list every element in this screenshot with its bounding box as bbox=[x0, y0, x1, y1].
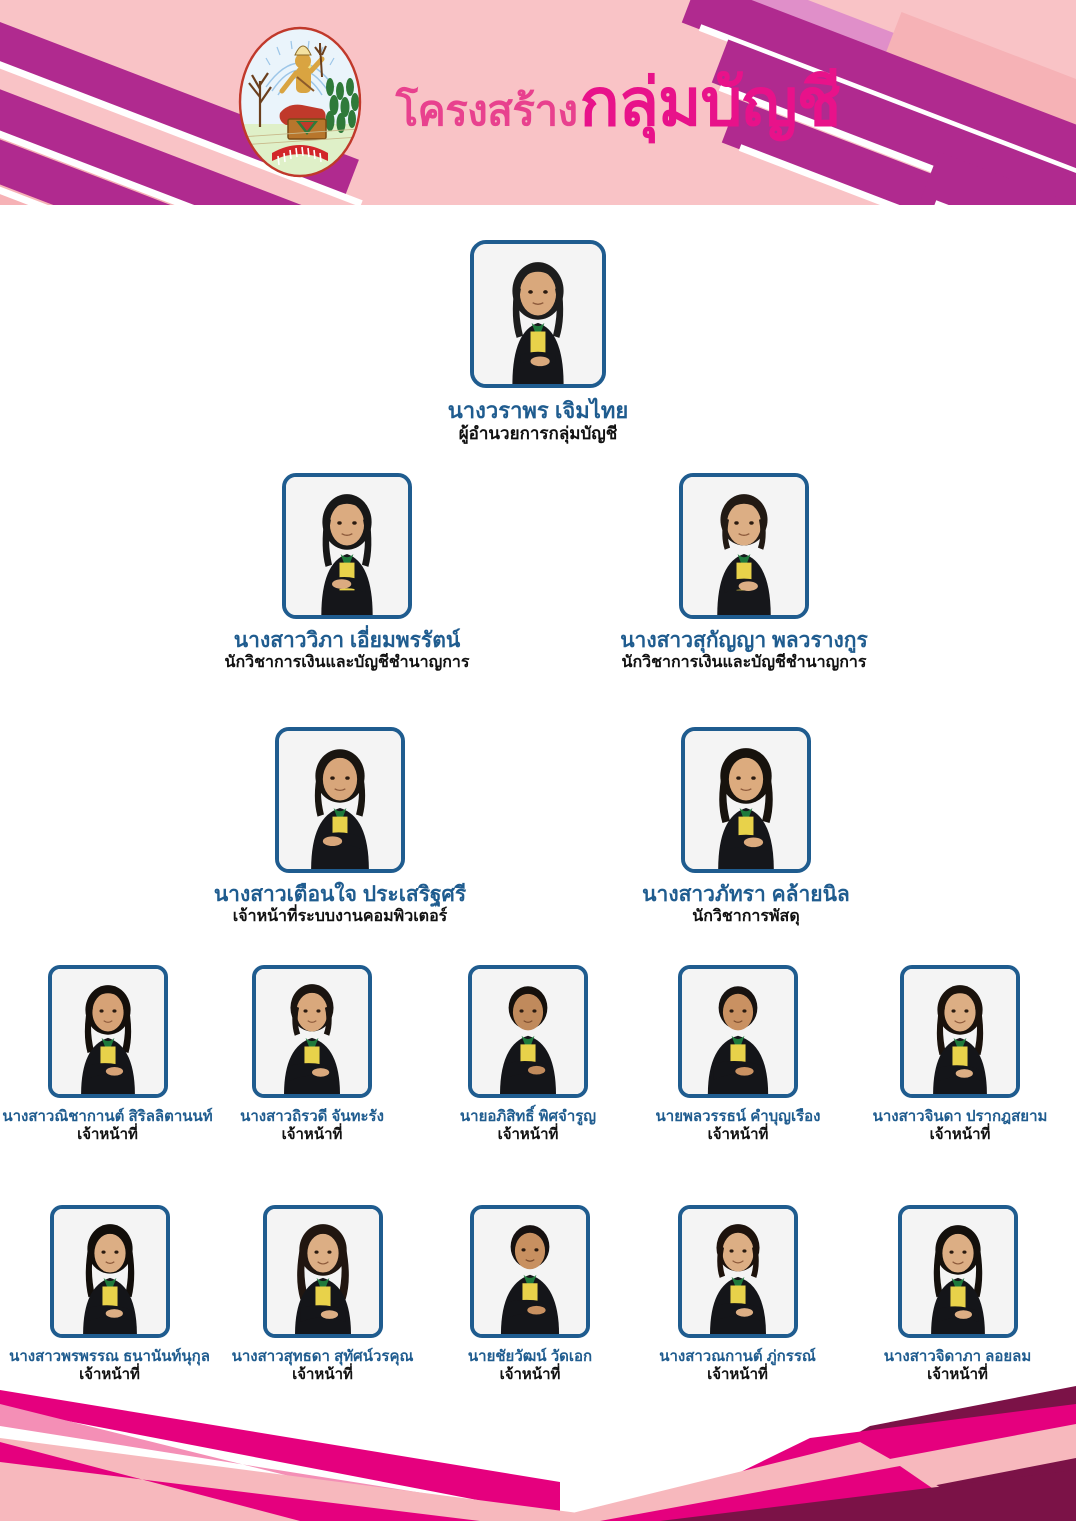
person-name: นายพลวรรธน์ คำบุญเรือง bbox=[655, 1108, 821, 1125]
person-name: นายชัยวัฒน์ วัดเอก bbox=[467, 1348, 593, 1365]
org-chart: นางวราพร เจิมไทย ผู้อำนวยการกลุ่มบัญชี bbox=[0, 205, 1076, 1521]
person-name: นางสาววิภา เอี่ยมพรรัตน์ bbox=[233, 629, 461, 652]
person-name: นางสาวพรพรรณ ธนานันท์นุกุล bbox=[9, 1348, 210, 1365]
person-name: นางสาวสุทธดา สุทัศน์วรคุณ bbox=[231, 1348, 414, 1365]
person-role: นักวิชาการเงินและบัญชีชำนาญการ bbox=[224, 654, 470, 672]
person-role: ผู้อำนวยการกลุ่มบัญชี bbox=[458, 424, 618, 444]
portrait-photo bbox=[681, 1209, 794, 1334]
avatar bbox=[900, 965, 1020, 1098]
person-name: นางสาวณิชากานต์ สิริลลิตานนท์ bbox=[2, 1108, 213, 1125]
person-role: นักวิชาการเงินและบัญชีชำนาญการ bbox=[621, 654, 867, 672]
avatar bbox=[470, 240, 606, 388]
org-node-level2-2[interactable]: นางสาวสุกัญญา พลวรางกูร นักวิชาการเงินแล… bbox=[600, 473, 888, 673]
banner-title: โครงสร้าง กลุ่มบัญชี bbox=[395, 50, 842, 155]
avatar bbox=[282, 473, 412, 619]
portrait-photo bbox=[474, 244, 602, 384]
portrait-photo bbox=[474, 1209, 586, 1334]
person-name: นางสาวณกานต์ ภู่กรรณ์ bbox=[659, 1348, 816, 1365]
person-role: นักวิชาการพัสดุ bbox=[692, 908, 800, 926]
org-node-staff-1[interactable]: นางสาวณิชากานต์ สิริลลิตานนท์ เจ้าหน้าที… bbox=[0, 965, 215, 1144]
avatar bbox=[49, 1205, 170, 1338]
org-node-staff-6[interactable]: นางสาวพรพรรณ ธนานันท์นุกุล เจ้าหน้าที่ bbox=[2, 1205, 217, 1384]
person-name: นางสาวจิดาภา ลอยลม bbox=[883, 1348, 1032, 1365]
avatar bbox=[681, 727, 811, 873]
person-name: นายอภิสิทธิ์ พิศจำรูญ bbox=[459, 1108, 597, 1125]
portrait-photo bbox=[683, 477, 805, 615]
org-node-staff-4[interactable]: นายพลวรรธน์ คำบุญเรือง เจ้าหน้าที่ bbox=[638, 965, 838, 1144]
person-role: เจ้าหน้าที่ bbox=[499, 1366, 561, 1384]
person-role: เจ้าหน้าที่ bbox=[281, 1126, 343, 1144]
person-name: นางสาวจินดา ปรากฎสยาม bbox=[872, 1108, 1048, 1125]
org-node-staff-3[interactable]: นายอภิสิทธิ์ พิศจำรูญ เจ้าหน้าที่ bbox=[437, 965, 619, 1144]
banner-title-prefix: โครงสร้าง bbox=[395, 87, 579, 134]
org-node-staff-7[interactable]: นางสาวสุทธดา สุทัศน์วรคุณ เจ้าหน้าที่ bbox=[220, 1205, 425, 1384]
person-name: นางวราพร เจิมไทย bbox=[447, 398, 629, 423]
org-node-staff-8[interactable]: นายชัยวัฒน์ วัดเอก เจ้าหน้าที่ bbox=[445, 1205, 615, 1384]
person-role: เจ้าหน้าที่ bbox=[292, 1366, 353, 1384]
org-node-staff-2[interactable]: นางสาวถิรวดี จันทะรัง เจ้าหน้าที่ bbox=[213, 965, 411, 1144]
person-name: นางสาวถิรวดี จันทะรัง bbox=[240, 1108, 384, 1125]
person-name: นางสาวสุกัญญา พลวรางกูร bbox=[620, 629, 868, 652]
avatar bbox=[679, 473, 809, 619]
avatar bbox=[47, 965, 168, 1098]
avatar bbox=[262, 1205, 383, 1338]
org-node-level3-1[interactable]: นางสาวเตือนใจ ประเสริฐศรี เจ้าหน้าที่ระบ… bbox=[195, 727, 485, 927]
avatar bbox=[678, 965, 798, 1098]
portrait-photo bbox=[901, 1209, 1014, 1334]
org-node-level3-2[interactable]: นางสาวภัทรา คล้ายนิล นักวิชาการพัสดุ bbox=[610, 727, 882, 927]
avatar bbox=[468, 965, 588, 1098]
org-node-director[interactable]: นางวราพร เจิมไทย ผู้อำนวยการกลุ่มบัญชี bbox=[410, 240, 666, 444]
person-role: เจ้าหน้าที่ระบบงานคอมพิวเตอร์ bbox=[232, 908, 448, 926]
person-role: เจ้าหน้าที่ bbox=[497, 1126, 559, 1144]
portrait-photo bbox=[685, 731, 807, 869]
avatar bbox=[252, 965, 372, 1098]
portrait-photo bbox=[266, 1209, 379, 1334]
portrait-photo bbox=[279, 731, 401, 869]
person-role: เจ้าหน้าที่ bbox=[79, 1366, 140, 1384]
avatar bbox=[470, 1205, 590, 1338]
person-role: เจ้าหน้าที่ bbox=[707, 1126, 769, 1144]
avatar bbox=[897, 1205, 1018, 1338]
portrait-photo bbox=[472, 969, 584, 1094]
department-of-agricultural-extension-emblem bbox=[236, 25, 364, 180]
portrait-photo bbox=[904, 969, 1016, 1094]
portrait-photo bbox=[286, 477, 408, 615]
portrait-photo bbox=[256, 969, 368, 1094]
org-node-level2-1[interactable]: นางสาววิภา เอี่ยมพรรัตน์ นักวิชาการเงินแ… bbox=[207, 473, 487, 673]
avatar bbox=[677, 1205, 798, 1338]
person-name: นางสาวภัทรา คล้ายนิล bbox=[642, 883, 850, 906]
avatar bbox=[275, 727, 405, 873]
org-node-staff-9[interactable]: นางสาวณกานต์ ภู่กรรณ์ เจ้าหน้าที่ bbox=[640, 1205, 835, 1384]
portrait-photo bbox=[53, 1209, 166, 1334]
portrait-photo bbox=[51, 969, 164, 1094]
person-role: เจ้าหน้าที่ bbox=[929, 1126, 991, 1144]
portrait-photo bbox=[682, 969, 794, 1094]
person-role: เจ้าหน้าที่ bbox=[77, 1126, 138, 1144]
header-banner: โครงสร้าง กลุ่มบัญชี bbox=[0, 0, 1076, 205]
person-role: เจ้าหน้าที่ bbox=[927, 1366, 988, 1384]
org-node-staff-10[interactable]: นางสาวจิดาภา ลอยลม เจ้าหน้าที่ bbox=[860, 1205, 1055, 1384]
person-name: นางสาวเตือนใจ ประเสริฐศรี bbox=[213, 883, 467, 906]
person-role: เจ้าหน้าที่ bbox=[707, 1366, 768, 1384]
org-node-staff-5[interactable]: นางสาวจินดา ปรากฎสยาม เจ้าหน้าที่ bbox=[855, 965, 1065, 1144]
banner-title-main: กลุ่มบัญชี bbox=[579, 65, 842, 139]
